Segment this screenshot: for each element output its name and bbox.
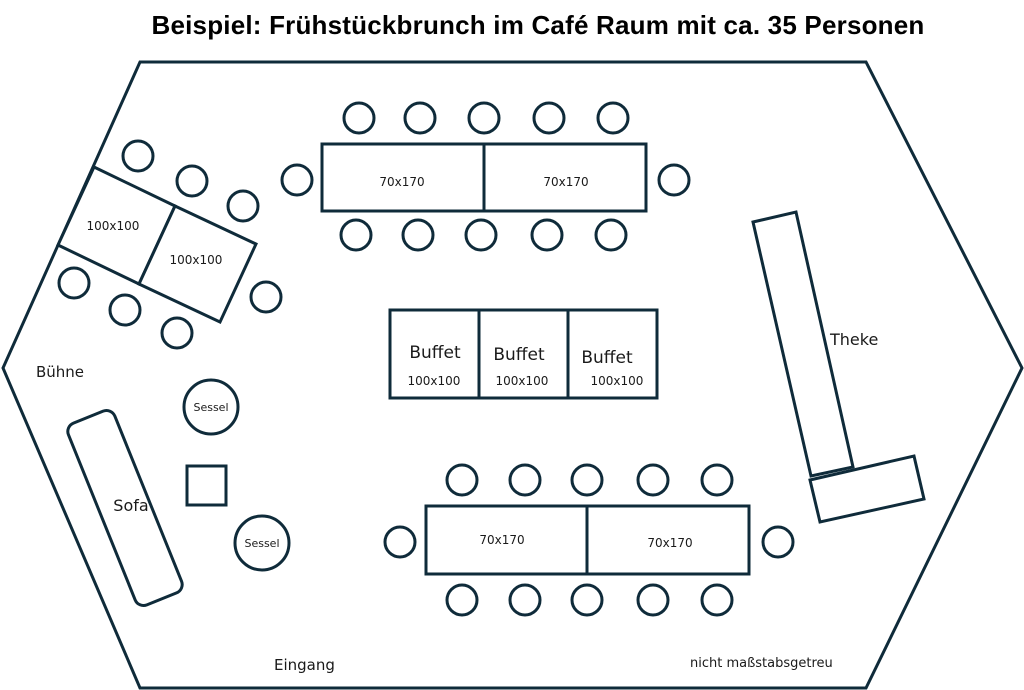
chair[interactable] [594,218,628,252]
table-size-label: 70x170 [379,175,424,189]
side-table[interactable] [185,464,228,507]
chair[interactable] [401,218,435,252]
table-size-label: 70x170 [647,536,692,550]
chair[interactable] [403,101,437,135]
table-segment[interactable] [482,142,648,213]
chair[interactable] [508,463,542,497]
counter-long[interactable] [751,210,855,478]
table-size-label: 100x100 [170,253,223,267]
square-table[interactable] [137,204,258,324]
chair[interactable] [160,316,194,350]
table-segment[interactable] [320,142,486,213]
chair[interactable] [108,293,142,327]
chair[interactable] [657,163,691,197]
chair[interactable] [121,139,155,173]
chair[interactable] [508,583,542,617]
chair[interactable] [700,463,734,497]
scale-note: nicht maßstabsgetreu [690,656,833,671]
table-segment[interactable] [585,504,751,576]
chair[interactable] [700,583,734,617]
page-title: Beispiel: Frühstückbrunch im Café Raum m… [151,10,925,40]
sofa-label: Sofa [113,496,148,515]
room-outline [1,60,1024,690]
armchair[interactable] [233,514,291,572]
buffet-table[interactable] [566,308,659,400]
bottom-table-chairs [383,463,795,617]
counter-short[interactable] [808,454,926,524]
armchair-label: Sessel [193,401,228,414]
chair[interactable] [445,463,479,497]
stage-label: Bühne [36,363,84,381]
buffet-label: Buffet [409,343,461,363]
chair[interactable] [339,218,373,252]
sofa[interactable] [65,408,185,608]
armchair-label: Sessel [244,537,279,550]
buffet-tables[interactable]: Buffet Buffet Buffet 100x100 100x100 100… [388,308,659,400]
chair[interactable] [636,583,670,617]
table-size-label: 70x170 [543,175,588,189]
chair[interactable] [596,101,630,135]
counter-label: Theke [829,330,878,349]
top-long-table[interactable]: 70x170 70x170 [320,142,648,213]
armchair[interactable] [182,378,240,436]
chair[interactable] [532,101,566,135]
chair[interactable] [530,218,564,252]
chair[interactable] [464,218,498,252]
chair[interactable] [383,525,417,559]
left-square-tables[interactable]: 100x100 100x100 [56,164,258,324]
chair[interactable] [342,101,376,135]
chair[interactable] [57,266,91,300]
chair[interactable] [636,463,670,497]
chair[interactable] [175,164,209,198]
top-table-chairs [280,101,691,252]
table-size-label: 100x100 [87,219,140,233]
chair[interactable] [445,583,479,617]
table-size-label: 70x170 [479,533,524,547]
chair[interactable] [570,463,604,497]
entrance-label[interactable]: Eingang [274,656,335,674]
buffet-table[interactable] [388,308,481,400]
chair[interactable] [226,189,260,223]
counter[interactable]: Theke [751,210,926,524]
chair[interactable] [280,163,314,197]
chair[interactable] [467,101,501,135]
chair[interactable] [249,280,283,314]
buffet-table[interactable] [477,308,570,400]
lounge-area[interactable]: Sofa Sessel Sessel [65,378,291,608]
buffet-size-label: 100x100 [496,374,549,388]
chair[interactable] [570,583,604,617]
bottom-long-table[interactable]: 70x170 70x170 [424,504,751,576]
buffet-size-label: 100x100 [591,374,644,388]
buffet-size-label: 100x100 [408,374,461,388]
left-table-chairs [57,139,283,350]
chair[interactable] [761,525,795,559]
buffet-label: Buffet [493,345,545,365]
buffet-label: Buffet [581,348,633,368]
